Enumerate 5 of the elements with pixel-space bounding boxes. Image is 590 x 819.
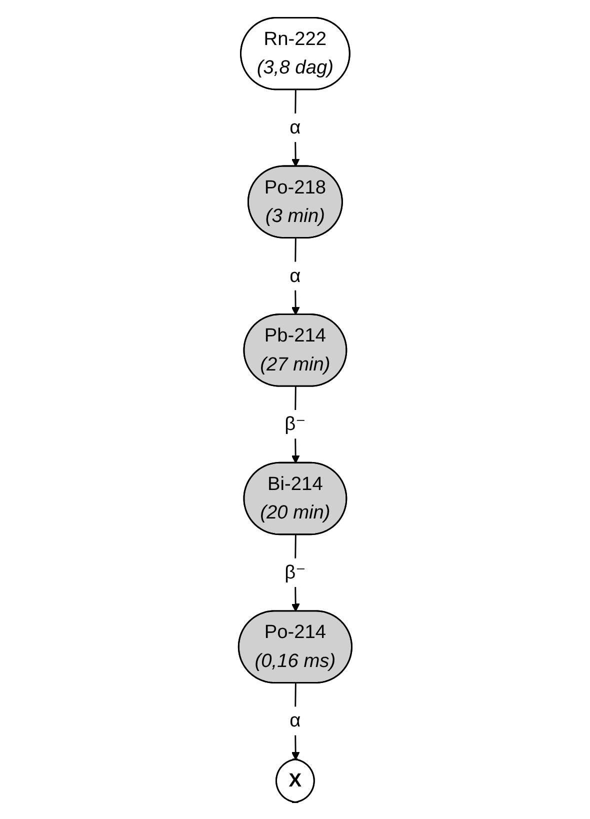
edge-label: α [289,116,301,138]
edge-label: β⁻ [284,562,306,583]
edge-label: β⁻ [284,413,306,434]
edge-label: α [289,265,301,286]
edge-label: α [289,710,301,731]
